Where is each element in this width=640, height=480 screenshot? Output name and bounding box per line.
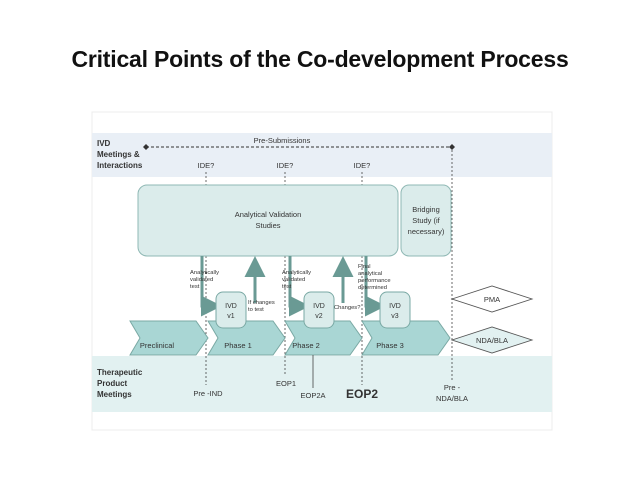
nda-bla-diamond — [450, 326, 534, 354]
ivd-v3-box — [379, 291, 411, 329]
annotation-changes-to-test: If changes to test — [248, 300, 275, 313]
presubmissions-end-diamond — [449, 144, 455, 150]
phase-label: Phase 3 — [376, 341, 404, 350]
annotation-line: validated — [190, 277, 213, 283]
pma-label: PMA — [484, 295, 500, 304]
nda-bla-label: NDA/BLA — [476, 336, 508, 345]
therapeutic-lane-label-line: Meetings — [97, 390, 132, 399]
ivd-v2-box — [303, 291, 335, 329]
flow-arrow-down — [288, 256, 310, 317]
annotation-changes-question: Changes? — [334, 305, 361, 311]
flow-arrow-down — [364, 256, 386, 317]
ide-label: IDE? — [354, 161, 371, 170]
annotation-final-performance: Final analytical performance determined — [358, 264, 391, 291]
ivd-lane-label-line: Interactions — [97, 161, 143, 170]
annotation-line: to test — [248, 307, 264, 313]
slide-title: Critical Points of the Co-development Pr… — [71, 46, 569, 72]
phase-label: Preclinical — [140, 341, 175, 350]
therapeutic-lane-label-line: Product — [97, 379, 128, 388]
annotation-line: Analytically — [190, 270, 219, 276]
ivd-v1-box — [215, 291, 247, 329]
ivd-lane — [92, 133, 552, 177]
therapeutic-lane — [92, 356, 552, 412]
ivd-lane-label-line: Meetings & — [97, 150, 140, 159]
meeting-eop2: EOP2 — [346, 387, 378, 401]
ide-label: IDE? — [277, 161, 294, 170]
meeting-pre-nda-bla: Pre - — [444, 383, 461, 392]
bridging-study-box — [400, 184, 452, 257]
meeting-eop1: EOP1 — [276, 379, 296, 388]
annotation-line: determined — [358, 285, 387, 291]
ivd-lane-label-line: IVD — [97, 139, 111, 148]
ivd-version-boxes — [215, 291, 411, 329]
annotation-line: test — [282, 284, 292, 290]
bridging-study-label: Study (if — [412, 216, 440, 225]
ivd-version-label: v1 — [227, 313, 235, 320]
therapeutic-lane-label: Therapeutic Product Meetings — [97, 368, 143, 399]
annotation-line: If changes — [248, 300, 275, 306]
flow-arrows — [200, 256, 386, 317]
annotation-av-test-1: Analytically validated test — [190, 270, 219, 290]
bridging-study-label: necessary) — [408, 227, 445, 236]
annotation-av-test-2: Analytically validated test — [282, 270, 311, 290]
annotation-line: analytical — [358, 271, 382, 277]
ide-label: IDE? — [198, 161, 215, 170]
annotation-line: Analytically — [282, 270, 311, 276]
analytical-validation-box — [137, 184, 399, 257]
annotation-line: Final — [358, 264, 371, 270]
annotation-line: validated — [282, 277, 305, 283]
therapeutic-lane-label-line: Therapeutic — [97, 368, 143, 377]
presubmissions-label: Pre-Submissions — [254, 136, 311, 145]
chevron-phase-1 — [207, 320, 286, 356]
analytical-validation-label: Analytical Validation — [235, 210, 302, 219]
ivd-version-label: IVD — [313, 303, 325, 310]
meeting-eop2a: EOP2A — [300, 391, 325, 400]
phase-chevrons — [129, 320, 451, 356]
pma-diamond — [450, 285, 534, 313]
annotation-line: performance — [358, 278, 391, 284]
chevron-preclinical — [129, 320, 209, 356]
ivd-version-label: v2 — [315, 313, 323, 320]
presubmissions-start-diamond — [143, 144, 149, 150]
analytical-validation-label: Studies — [255, 221, 280, 230]
meeting-pre-ind: Pre -IND — [193, 389, 223, 398]
chevron-phase-2 — [284, 320, 363, 356]
chevron-phase-3 — [361, 320, 451, 356]
phase-label: Phase 2 — [292, 341, 320, 350]
phase-label: Phase 1 — [224, 341, 252, 350]
annotation-line: test — [190, 284, 200, 290]
ivd-version-label: IVD — [225, 303, 237, 310]
ivd-version-label: IVD — [389, 303, 401, 310]
bridging-study-label: Bridging — [412, 205, 440, 214]
meeting-pre-nda-bla: NDA/BLA — [436, 394, 468, 403]
flow-arrow-down — [200, 256, 222, 317]
ivd-lane-label: IVD Meetings & Interactions — [97, 139, 143, 170]
ivd-version-label: v3 — [391, 313, 399, 320]
